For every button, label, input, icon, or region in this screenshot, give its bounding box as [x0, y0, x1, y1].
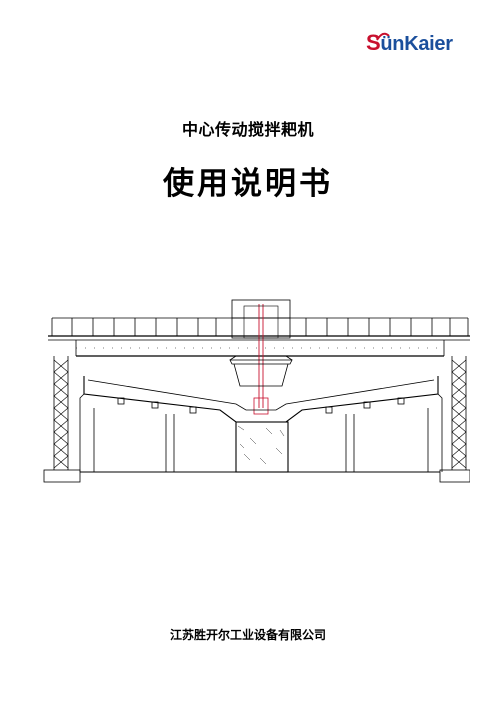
foundation-left	[43, 469, 81, 483]
center-pit	[235, 421, 289, 473]
logo-wordmark: SünKaier	[366, 30, 453, 55]
document-title: 使用说明书	[163, 166, 333, 202]
product-name: 中心传动搅拌耙机	[181, 120, 314, 139]
foundation-right	[439, 469, 470, 483]
company-name: 江苏胜开尔工业设备有限公司	[169, 628, 326, 642]
thickener-cross-section-diagram	[43, 299, 470, 483]
logo-swoosh-icon	[376, 32, 390, 41]
brand-logo: SünKaier	[366, 30, 456, 56]
support-columns	[79, 408, 443, 472]
side-tower-right	[451, 356, 467, 470]
side-tower-left	[53, 356, 69, 470]
bridge-girder	[48, 335, 470, 357]
drive-housing	[231, 299, 291, 319]
feed-well	[229, 355, 293, 387]
walkway-truss	[51, 317, 469, 337]
tank-bottom	[79, 376, 443, 423]
central-shaft	[243, 304, 279, 415]
